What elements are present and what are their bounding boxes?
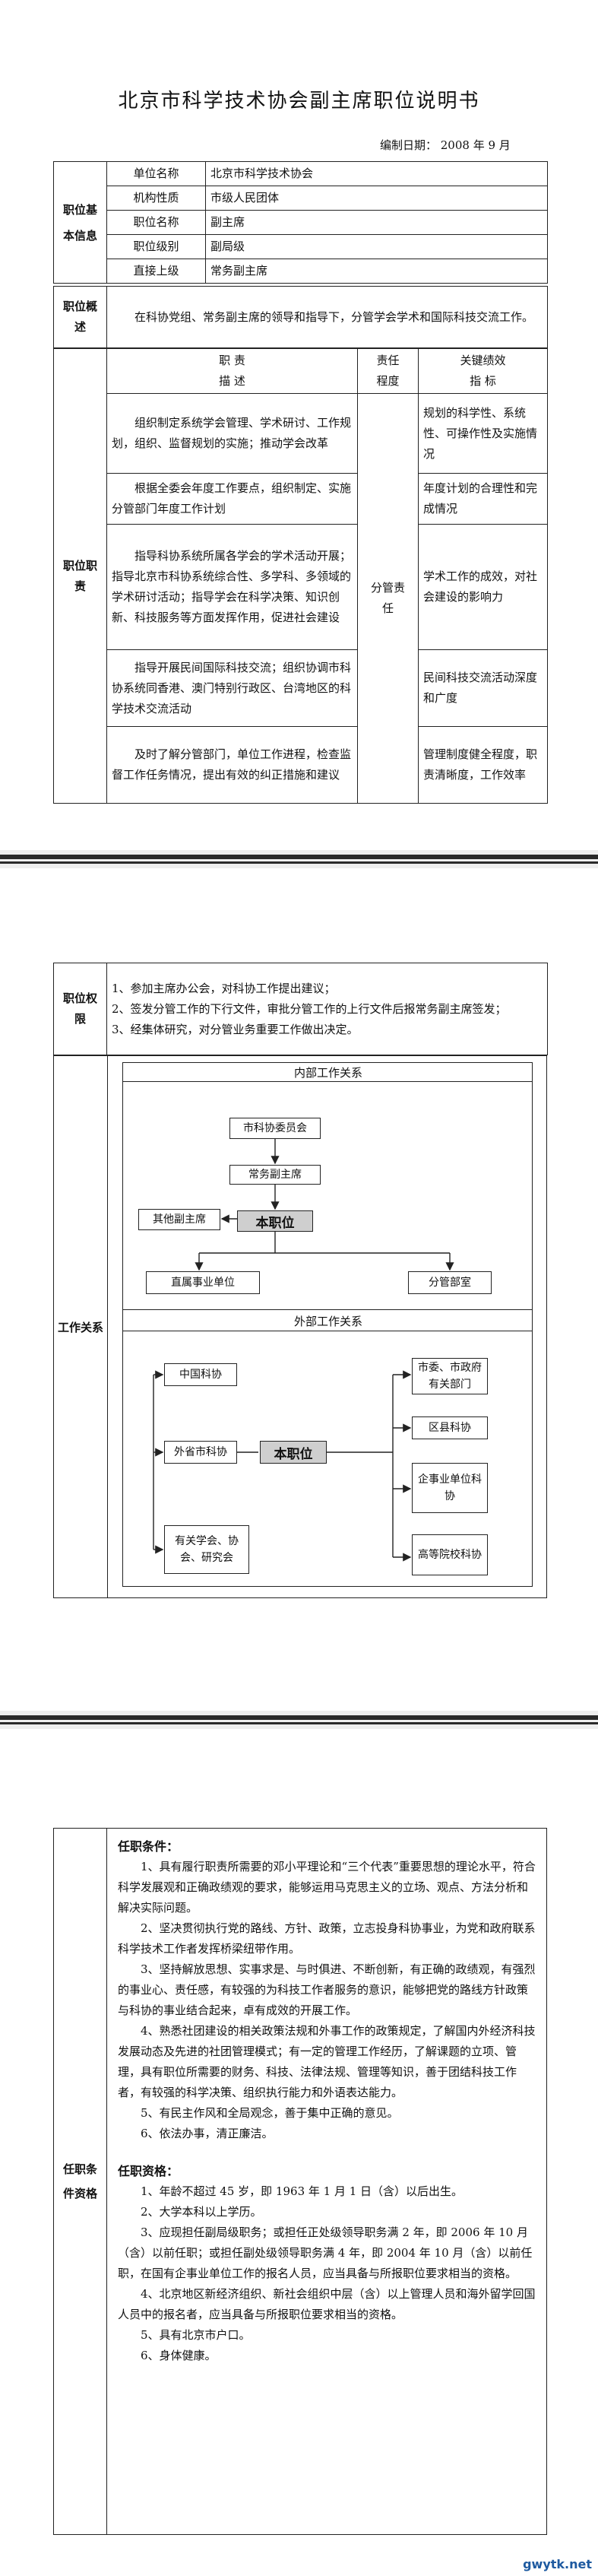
node-this-position-external: 本职位 bbox=[260, 1441, 327, 1464]
qualifications-title: 任职资格： bbox=[118, 2164, 179, 2178]
node-other-vice-chairs: 其他副主席 bbox=[138, 1209, 220, 1230]
page-separator bbox=[0, 850, 598, 868]
kpi-header-1: 关键绩效 bbox=[460, 354, 506, 367]
relations-divider-2 bbox=[123, 1309, 532, 1310]
node-affiliated-units: 直属事业单位 bbox=[146, 1271, 260, 1294]
conditions-title: 任职条件： bbox=[118, 1839, 179, 1854]
node-societies: 有关学会、协会、研究会 bbox=[164, 1525, 249, 1574]
section-label-authority: 职位权限 bbox=[53, 963, 107, 1055]
relations-connectors bbox=[153, 1139, 454, 1562]
doc-title: 北京市科学技术协会副主席职位说明书 bbox=[118, 90, 480, 113]
condition-item: 2、坚决贯彻执行党的路线、方针、政策，立志投身科协事业，为党和政府联系科学技术工… bbox=[118, 1921, 536, 1956]
node-cast: 中国科协 bbox=[164, 1363, 237, 1386]
condition-item: 5、有民主作风和全局观念，善于集中正确的意见。 bbox=[141, 2106, 399, 2120]
duty-cell: 指导开展民间国际科技交流；组织协调市科协系统同香港、澳门特别行政区、台湾地区的科… bbox=[106, 649, 358, 727]
authority-list: 1、参加主席办公会，对科协工作提出建议； 2、签发分管工作的下行文件，审批分管工… bbox=[106, 963, 548, 1055]
qualification-item: 4、北京地区新经济组织、新社会组织中层（含）以上管理人员和海外留学回国人员中的报… bbox=[118, 2287, 536, 2321]
section-label-overview: 职位概述 bbox=[53, 286, 107, 348]
qualification-item: 5、具有北京市户口。 bbox=[141, 2328, 251, 2342]
duty-cell: 根据全委会年度工作要点，组织制定、实施分管部门年度工作计划 bbox=[106, 473, 358, 525]
authority-item: 1、参加主席办公会，对科协工作提出建议； bbox=[112, 981, 336, 995]
duty-header-1: 职 责 bbox=[219, 354, 245, 367]
node-committee: 市科协委员会 bbox=[229, 1118, 321, 1139]
qualification-item: 3、应现担任副局级职务；或担任正处级领导职务满 2 年，即 2006 年 10 … bbox=[118, 2225, 533, 2280]
node-exec-vice-chair: 常务副主席 bbox=[229, 1165, 321, 1185]
basic-label-text: 职位基本信息 bbox=[62, 202, 97, 243]
info-value: 常务副主席 bbox=[205, 259, 548, 284]
relations-inner: 内部工作关系 外部工作关系 bbox=[122, 1062, 533, 1587]
node-other-province-cast: 外省市科协 bbox=[164, 1441, 237, 1464]
node-district-cast: 区县科协 bbox=[412, 1416, 488, 1439]
kpi-header: 关键绩效 指 标 bbox=[418, 348, 548, 394]
duty-header: 职 责 描 述 bbox=[106, 348, 358, 394]
relations-divider-1 bbox=[123, 1081, 532, 1082]
resp-header-1: 责任 bbox=[376, 354, 400, 367]
info-key: 职位级别 bbox=[106, 234, 206, 259]
node-university-cast: 高等院校科协 bbox=[412, 1534, 488, 1575]
authority-item: 3、经集体研究，对分管业务重要工作做出决定。 bbox=[112, 1022, 359, 1036]
info-value: 副局级 bbox=[205, 234, 548, 259]
duty-cell: 组织制定系统学会管理、学术研讨、工作规划，组织、监督规划的实施；推动学会改革 bbox=[106, 393, 358, 474]
node-enterprise-cast: 企事业单位科协 bbox=[412, 1463, 488, 1513]
info-key: 单位名称 bbox=[106, 161, 206, 186]
overview-text: 在科协党组、常务副主席的领导和指导下，分管学会学术和国际科技交流工作。 bbox=[106, 286, 548, 348]
info-key: 机构性质 bbox=[106, 186, 206, 211]
duty-cell: 指导科协系统所属各学会的学术活动开展；指导北京市科协系统综合性、多学科、多领域的… bbox=[106, 524, 358, 650]
qualification-frame: 任职条件资格 任职条件： 1、具有履行职责所需要的邓小平理论和“三个代表”重要思… bbox=[53, 1828, 547, 2535]
kpi-cell: 年度计划的合理性和完成情况 bbox=[418, 473, 548, 525]
page-3: 任职条件资格 任职条件： 1、具有履行职责所需要的邓小平理论和“三个代表”重要思… bbox=[0, 1729, 598, 2576]
kpi-cell: 规划的科学性、系统性、可操作性及实施情况 bbox=[418, 393, 548, 474]
section-label-relations: 工作关系 bbox=[54, 1056, 108, 1597]
page-2: 职位权限 1、参加主席办公会，对科协工作提出建议； 2、签发分管工作的下行文件，… bbox=[0, 868, 598, 1709]
kpi-header-2: 指 标 bbox=[470, 374, 496, 388]
resp-level-cell: 分管责任 bbox=[357, 393, 419, 804]
qualification-item: 2、大学本科以上学历。 bbox=[141, 2205, 262, 2219]
node-this-position-internal: 本职位 bbox=[237, 1210, 313, 1232]
section-label-basic: 职位基本信息 bbox=[53, 161, 107, 284]
qualification-item: 6、身体健康。 bbox=[141, 2349, 217, 2362]
authority-table: 职位权限 1、参加主席办公会，对科协工作提出建议； 2、签发分管工作的下行文件，… bbox=[53, 963, 548, 1055]
qualification-item: 1、年龄不超过 45 岁，即 1963 年 1 月 1 日（含）以后出生。 bbox=[141, 2184, 464, 2198]
condition-item: 6、依法办事，清正廉洁。 bbox=[141, 2127, 274, 2140]
authority-item: 2、签发分管工作的下行文件，审批分管工作的上行文件后报常务副主席签发； bbox=[112, 1001, 507, 1016]
duties-table: 职位职责 职 责 描 述 责任 程度 关键绩效 指 标 组织制定系统学会管理、学… bbox=[53, 348, 548, 804]
node-municipal-depts: 市委、市政府有关部门 bbox=[412, 1358, 488, 1394]
kpi-cell: 学术工作的成效，对社会建设的影响力 bbox=[418, 524, 548, 650]
page-separator bbox=[0, 1711, 598, 1729]
overview-table: 职位概述 在科协党组、常务副主席的领导和指导下，分管学会学术和国际科技交流工作。 bbox=[53, 286, 548, 348]
condition-item: 4、熟悉社团建设的相关政策法规和外事工作的政策规定，了解国内外经济科技发展动态及… bbox=[118, 2024, 536, 2099]
duty-cell: 及时了解分管部门，单位工作进程，检查监督工作任务情况，提出有效的纠正措施和建议 bbox=[106, 726, 358, 804]
qualification-body: 任职条件： 1、具有履行职责所需要的邓小平理论和“三个代表”重要思想的理论水平，… bbox=[118, 1836, 537, 2366]
site-watermark: gwytk.net bbox=[523, 2557, 592, 2571]
node-depts: 分管部室 bbox=[408, 1271, 492, 1294]
internal-title: 内部工作关系 bbox=[293, 1066, 362, 1080]
condition-item: 1、具有履行职责所需要的邓小平理论和“三个代表”重要思想的理论水平，符合科学发展… bbox=[118, 1860, 536, 1915]
resp-header-2: 程度 bbox=[376, 374, 400, 388]
page-1: 北京市科学技术协会副主席职位说明书 编制日期： 2008 年 9 月 职位基本信… bbox=[0, 0, 598, 804]
info-key: 职位名称 bbox=[106, 210, 206, 235]
kpi-cell: 民间科技交流活动深度和广度 bbox=[418, 649, 548, 727]
info-value: 副主席 bbox=[205, 210, 548, 235]
info-value: 市级人民团体 bbox=[205, 186, 548, 211]
info-key: 直接上级 bbox=[106, 259, 206, 284]
info-value: 北京市科学技术协会 bbox=[205, 161, 548, 186]
section-label-duties: 职位职责 bbox=[53, 348, 107, 804]
external-title: 外部工作关系 bbox=[293, 1315, 362, 1328]
kpi-cell: 管理制度健全程度，职责清晰度，工作效率 bbox=[418, 726, 548, 804]
section-label-qualification: 任职条件资格 bbox=[54, 1829, 107, 2534]
compile-date: 编制日期： 2008 年 9 月 bbox=[380, 138, 511, 152]
duty-header-2: 描 述 bbox=[219, 374, 245, 388]
resp-header: 责任 程度 bbox=[357, 348, 419, 394]
relations-frame: 工作关系 内部工作关系 外部工作关系 bbox=[53, 1055, 547, 1598]
basic-info-table: 职位基本信息 单位名称 北京市科学技术协会 机构性质 市级人民团体 职位名称 副… bbox=[53, 161, 548, 284]
condition-item: 3、坚持解放思想、实事求是、与时俱进、不断创新，有正确的政绩观，有强烈的事业心、… bbox=[118, 1962, 536, 2017]
